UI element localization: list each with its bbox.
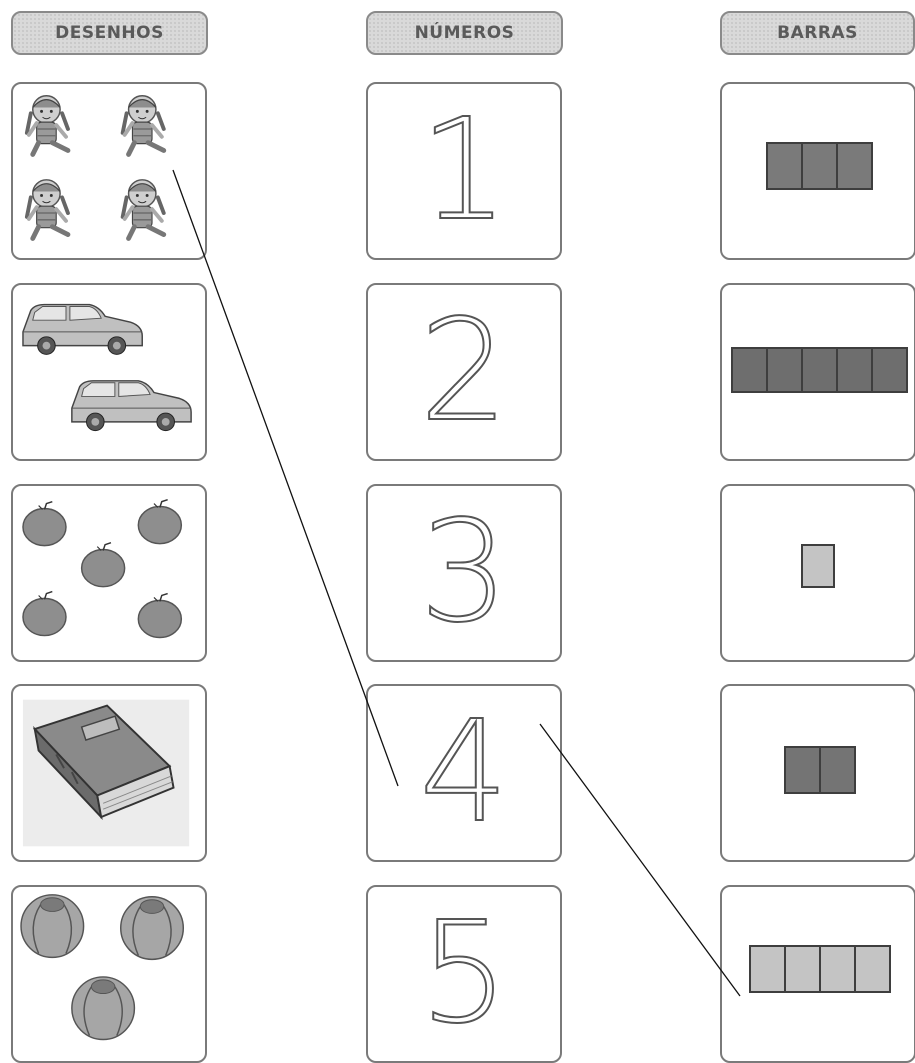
drawing-card-1[interactable] (11, 82, 207, 260)
bar-group-1 (766, 142, 873, 190)
bar-group-5 (749, 945, 891, 993)
number-2: 2 (368, 285, 560, 459)
bar-cell (801, 544, 835, 588)
bar-cell (836, 347, 873, 393)
orange-icon (13, 486, 205, 660)
car-icon (13, 285, 205, 459)
bar-cell (801, 142, 838, 190)
bar-card-1[interactable] (720, 82, 915, 260)
bar-cell (801, 347, 838, 393)
bar-cell (854, 945, 891, 993)
drawing-card-2[interactable] (11, 283, 207, 461)
bar-cell (784, 945, 821, 993)
bar-cell (819, 746, 856, 794)
ball-icon (13, 887, 205, 1061)
bar-group-2 (731, 347, 908, 393)
book-icon (13, 686, 205, 860)
doll-icon (13, 84, 205, 258)
bar-cell (819, 945, 856, 993)
bar-card-2[interactable] (720, 283, 915, 461)
header-desenhos: DESENHOS (11, 11, 208, 55)
bar-cell (836, 142, 873, 190)
bar-card-3[interactable] (720, 484, 915, 662)
bar-cell (749, 945, 786, 993)
number-4: 4 (368, 686, 560, 860)
bar-card-4[interactable] (720, 684, 915, 862)
header-barras: BARRAS (720, 11, 915, 55)
bar-cell (766, 142, 803, 190)
number-3: 3 (368, 486, 560, 660)
bar-group-4 (784, 746, 856, 794)
header-numeros: NÚMEROS (366, 11, 563, 55)
number-5: 5 (368, 887, 560, 1061)
match-line-number4-bar5 (540, 724, 740, 996)
number-card-5[interactable]: 5 (366, 885, 562, 1063)
number-1: 1 (368, 84, 560, 258)
number-card-1[interactable]: 1 (366, 82, 562, 260)
bar-cell (766, 347, 803, 393)
bar-cell (784, 746, 821, 794)
drawing-card-3[interactable] (11, 484, 207, 662)
bar-cell (871, 347, 908, 393)
bar-group-3 (801, 544, 835, 588)
number-card-3[interactable]: 3 (366, 484, 562, 662)
drawing-card-5[interactable] (11, 885, 207, 1063)
bar-card-5[interactable] (720, 885, 915, 1063)
number-card-4[interactable]: 4 (366, 684, 562, 862)
bar-cell (731, 347, 768, 393)
drawing-card-4[interactable] (11, 684, 207, 862)
number-card-2[interactable]: 2 (366, 283, 562, 461)
